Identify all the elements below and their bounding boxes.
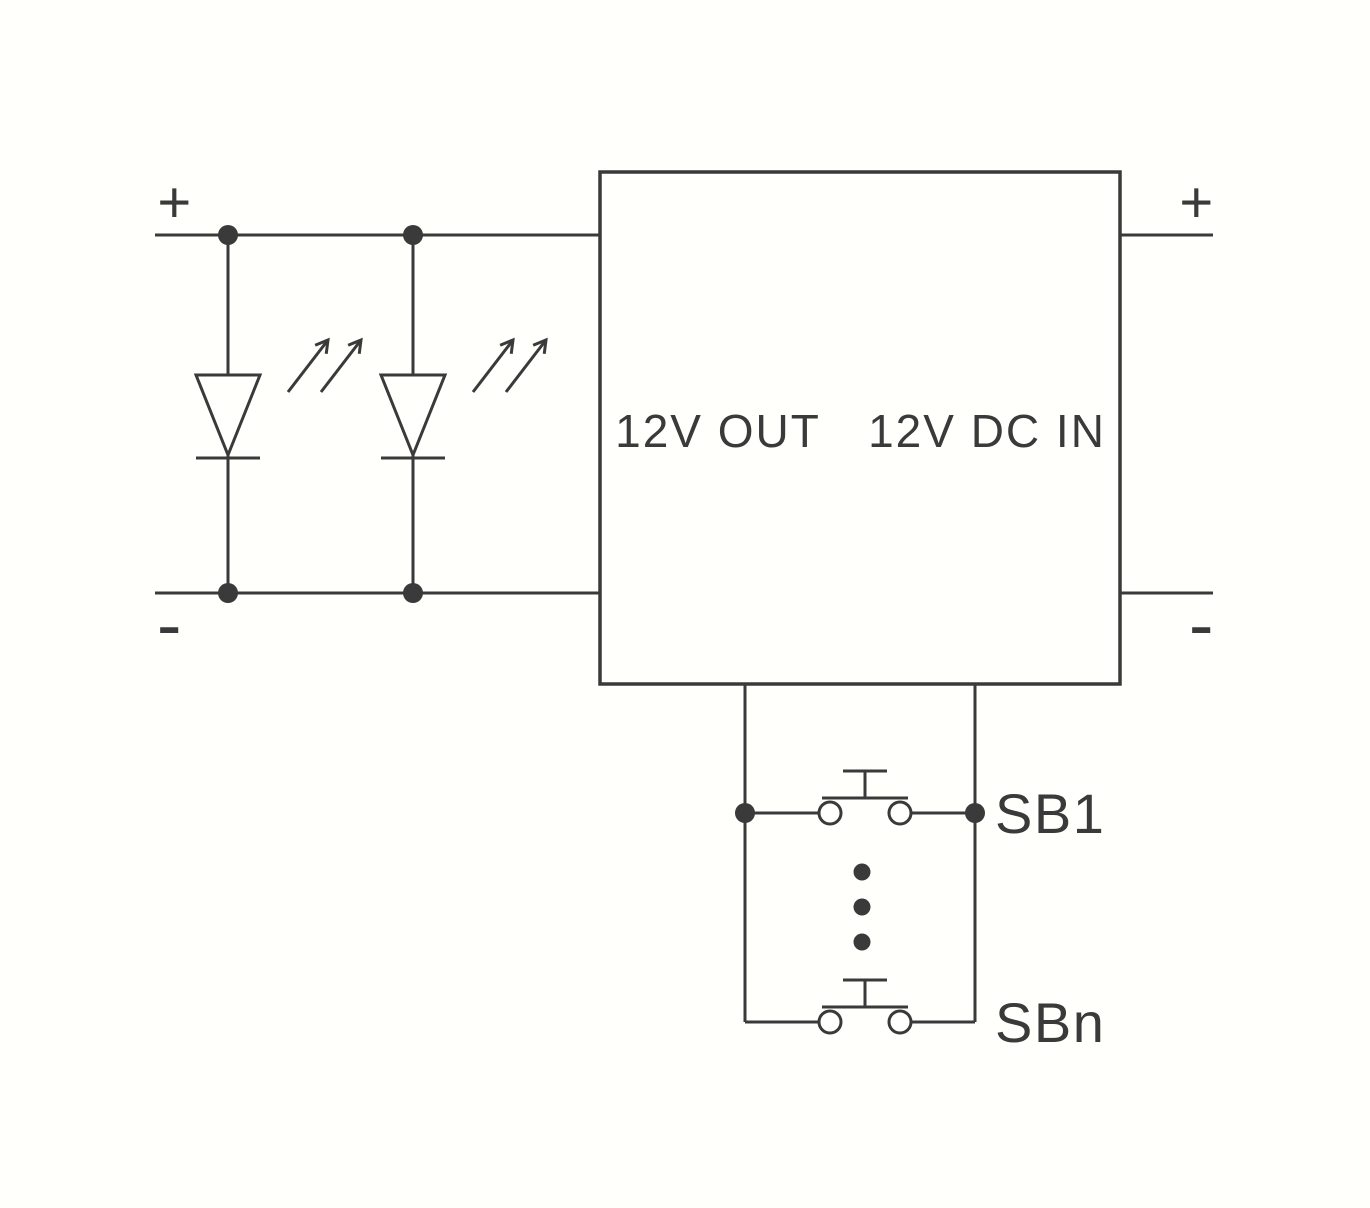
led-1-light-arrow-1 xyxy=(286,337,330,393)
led-1-diode-triangle xyxy=(193,373,263,460)
ellipsis-more-buttons xyxy=(853,863,871,951)
led-1 xyxy=(193,225,363,603)
led-2 xyxy=(378,225,548,603)
plus-label-left: + xyxy=(157,170,192,235)
converter-out-label: 12V OUT xyxy=(615,405,821,457)
sb1-contact-right xyxy=(887,800,913,826)
control-wiring xyxy=(735,684,985,1022)
sbn-contact-left xyxy=(817,1009,843,1035)
converter-in-label: 12V DC IN xyxy=(868,405,1106,457)
minus-label-left: - xyxy=(157,583,183,666)
junction-dot xyxy=(218,583,238,603)
junction-dot xyxy=(218,225,238,245)
led-2-light-arrow-1 xyxy=(471,337,515,393)
converter-box: 12V OUT 12V DC IN xyxy=(598,170,1122,686)
junction-dot xyxy=(403,583,423,603)
plus-label-right: + xyxy=(1179,170,1214,235)
ellipsis-dot xyxy=(853,863,871,881)
junction-dot xyxy=(403,225,423,245)
led-1-light-arrow-2 xyxy=(319,337,363,393)
push-button-sb1: SB1 xyxy=(745,769,1105,845)
sbn-label: SBn xyxy=(995,991,1105,1054)
sb1-label: SB1 xyxy=(995,782,1105,845)
led-2-light-arrow-2 xyxy=(504,337,548,393)
led-2-diode-triangle xyxy=(378,373,448,460)
ellipsis-dot xyxy=(853,898,871,916)
minus-label-right: - xyxy=(1189,583,1215,666)
push-button-sbn: SBn xyxy=(745,978,1105,1054)
sb1-contact-left xyxy=(817,800,843,826)
ellipsis-dot xyxy=(853,933,871,951)
converter-box-outline xyxy=(598,170,1122,686)
sbn-contact-right xyxy=(887,1009,913,1035)
